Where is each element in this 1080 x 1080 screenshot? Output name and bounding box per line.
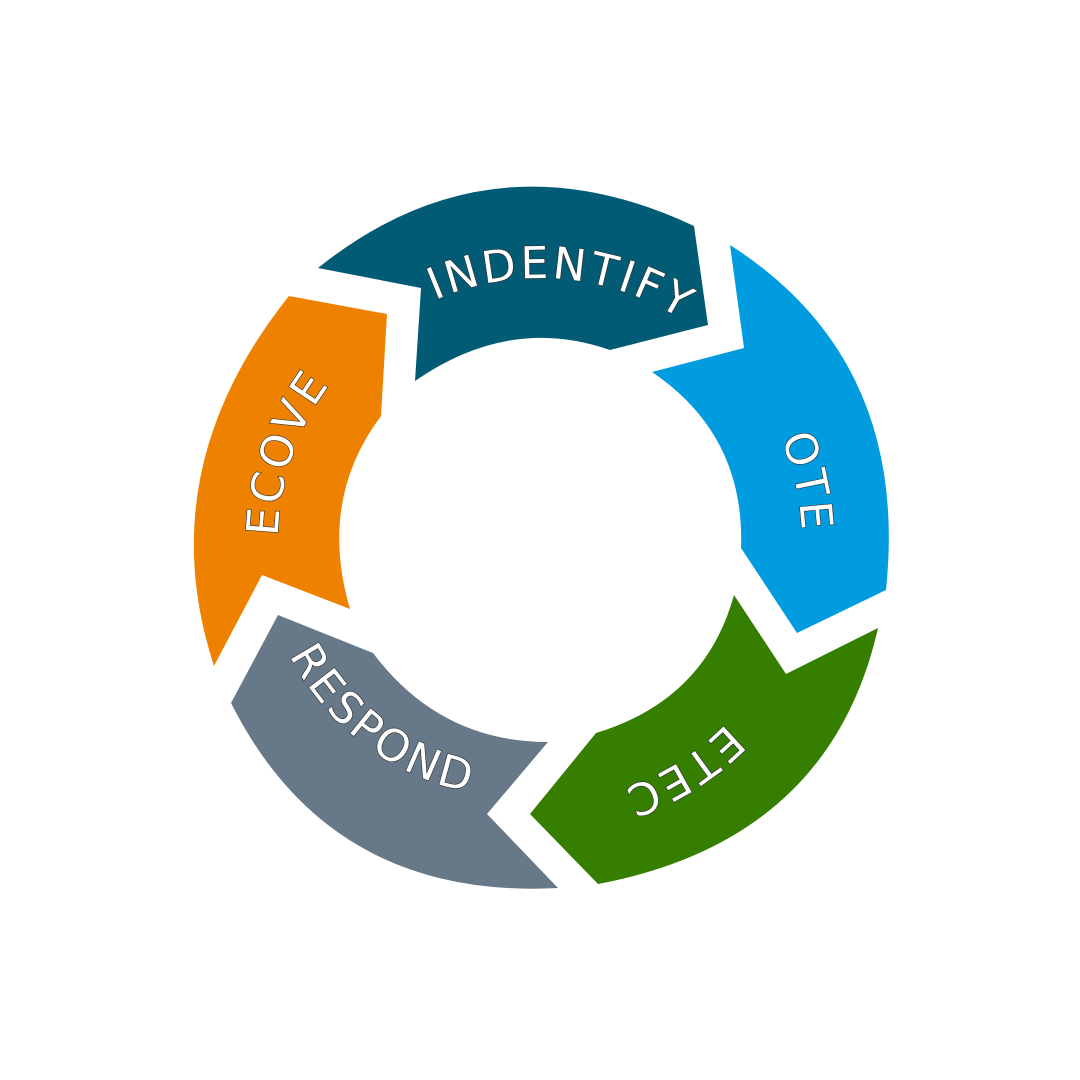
segment-recover-shape [193, 296, 387, 666]
segment-identify: INDENTIFY [318, 186, 708, 381]
segment-detect-shape [530, 595, 878, 884]
segment-respond: RESPOND [231, 615, 558, 889]
segment-respond-shape [231, 615, 558, 889]
segment-recover: RECOVER [0, 0, 387, 666]
segment-recover-label: RECOVER [0, 0, 337, 538]
segment-identify-shape [318, 186, 708, 381]
svg-text:RECOVER: RECOVER [0, 0, 340, 537]
segment-protect-shape [652, 245, 889, 633]
